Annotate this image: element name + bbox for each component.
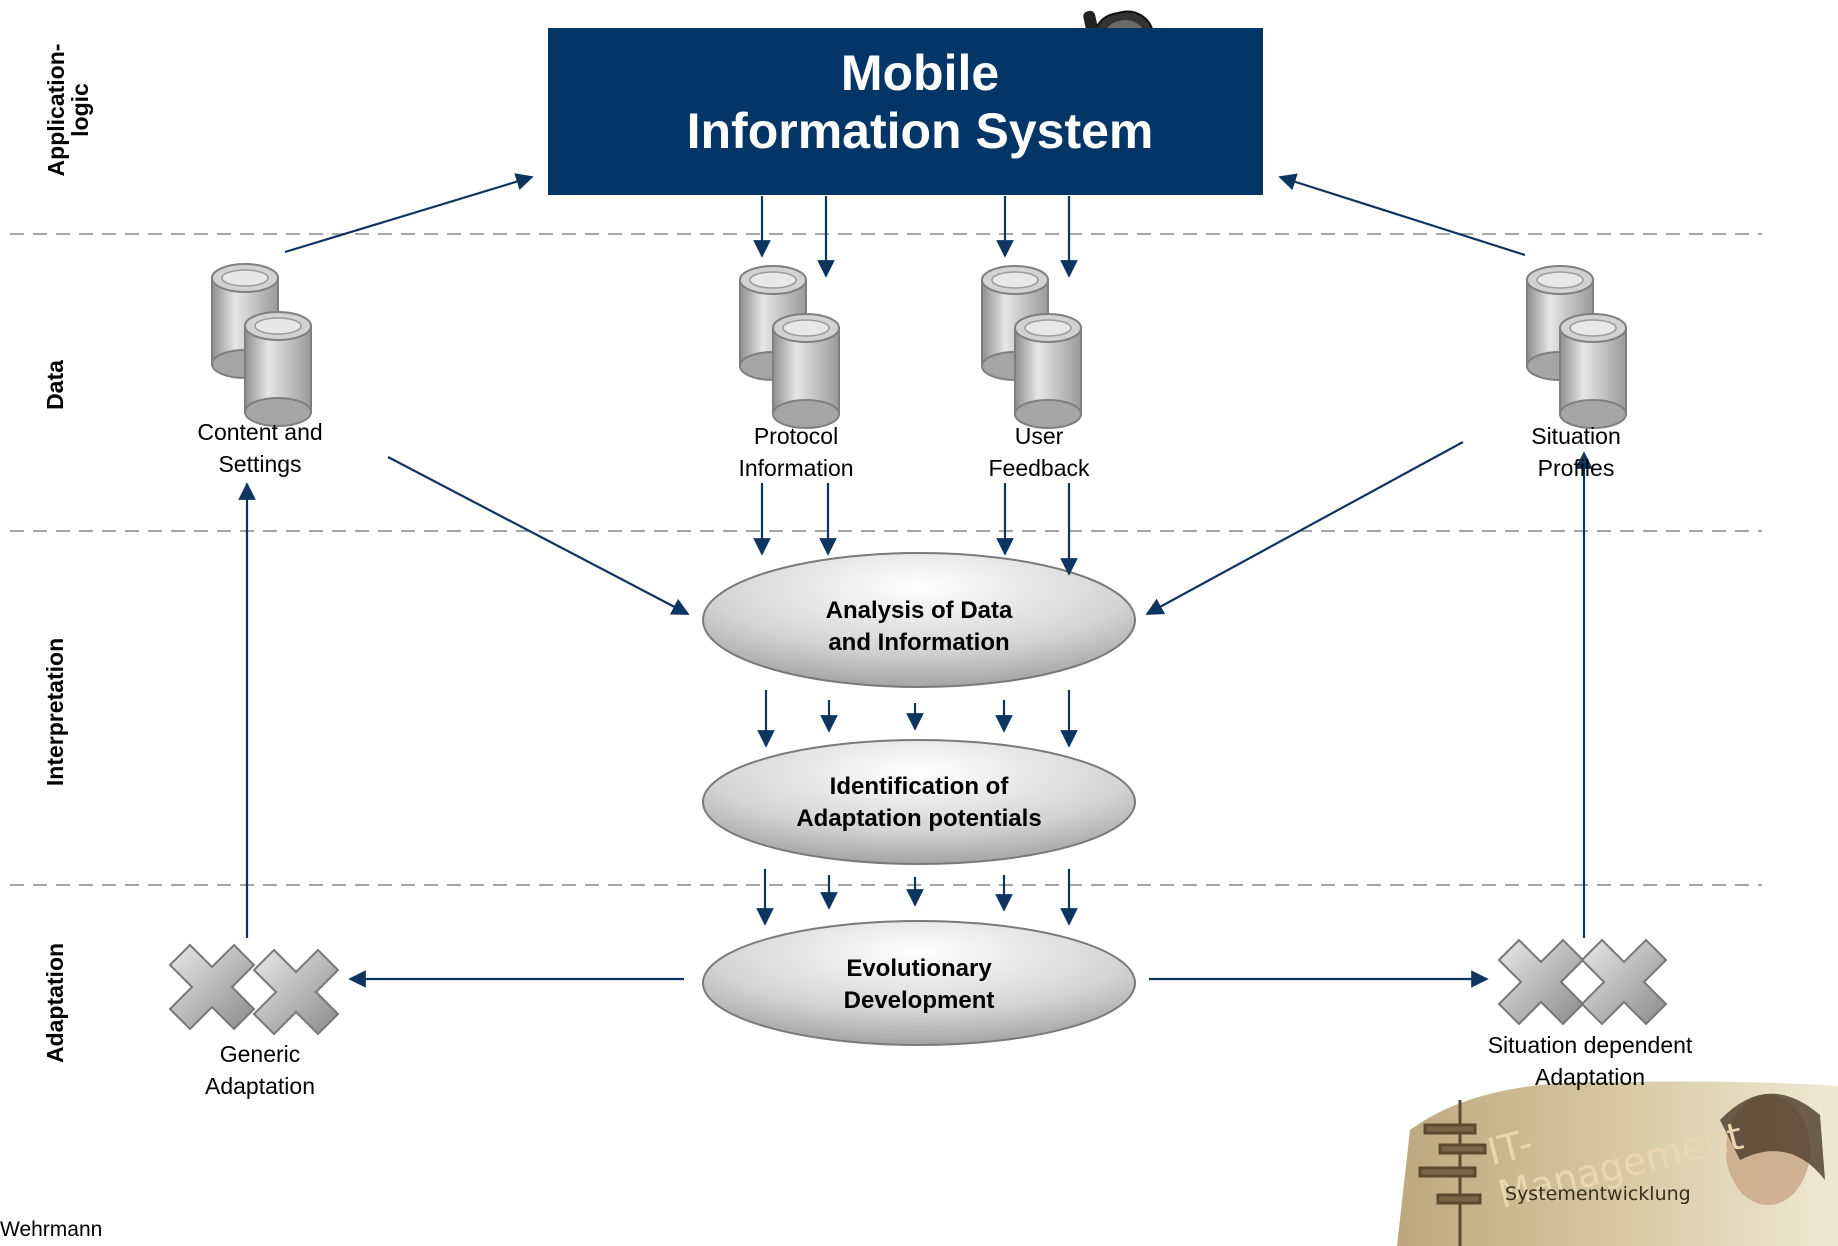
band-dividers — [10, 233, 1762, 886]
ellipse-identification — [702, 739, 1136, 865]
generic-adaptation-icon — [168, 943, 340, 1036]
situation-adaptation-icon — [1497, 938, 1668, 1026]
mobile-information-system-box — [548, 28, 1263, 195]
arrows — [238, 173, 1593, 988]
band-label-interpretation: Interpretation — [42, 637, 68, 787]
header-line-2: Information System — [686, 103, 1154, 159]
database-icon-feedback — [981, 265, 1082, 429]
band-label-data: Data — [42, 360, 68, 410]
database-icon-situation — [1526, 265, 1627, 429]
band-label-application: Application- logic — [43, 43, 93, 177]
systementwicklung-text: Systementwicklung — [1505, 1183, 1691, 1205]
arrow-content-to-system — [284, 173, 534, 254]
arrow-situation-to-system — [1278, 173, 1526, 257]
arrow-situation-to-analysis — [1145, 441, 1464, 615]
arrow-content-to-analysis — [387, 456, 690, 615]
header-line-1: Mobile — [840, 45, 1000, 101]
database-icon-content — [211, 263, 312, 427]
ellipse-analysis — [702, 552, 1136, 688]
ellipse-evolution — [702, 920, 1136, 1046]
mobile-information-system-title: Mobile Information System — [548, 44, 1292, 160]
author-footer: Wehrmann — [0, 1218, 103, 1241]
it-management-image — [1397, 1081, 1838, 1246]
band-label-adaptation: Adaptation — [42, 942, 68, 1064]
database-icon-protocol — [739, 265, 840, 429]
